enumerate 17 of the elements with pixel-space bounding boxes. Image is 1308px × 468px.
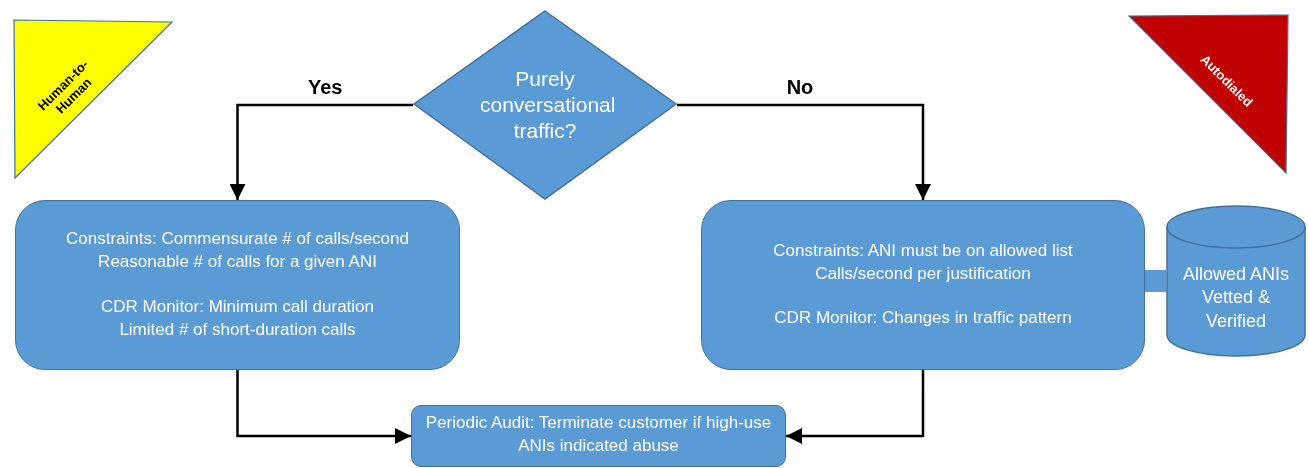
- box-text: Periodic Audit: Terminate customer if high-use ANIs indicated abuse: [424, 412, 773, 457]
- box-text: Constraints: Commensurate # of calls/second: [66, 228, 409, 251]
- arrow: [786, 370, 925, 444]
- box-text: Limited # of short-duration calls: [119, 318, 356, 341]
- box-text: Reasonable # of calls for a given ANI: [98, 251, 377, 274]
- arrow: [229, 103, 413, 200]
- process-box: [411, 405, 786, 467]
- process-box: [15, 200, 460, 370]
- box-text: CDR Monitor: Changes in traffic pattern: [774, 307, 1072, 330]
- arrow: [677, 103, 931, 200]
- arrow: [236, 370, 411, 444]
- process-box: [701, 200, 1145, 370]
- box-text: CDR Monitor: Minimum call duration: [101, 296, 374, 318]
- cylinder-text: Allowed ANIs Vetted & Verified: [1181, 262, 1291, 333]
- box-text: Constraints: ANI must be on allowed list: [773, 239, 1073, 262]
- box-text: Calls/second per justification: [815, 262, 1031, 285]
- connector-band: [1145, 270, 1166, 292]
